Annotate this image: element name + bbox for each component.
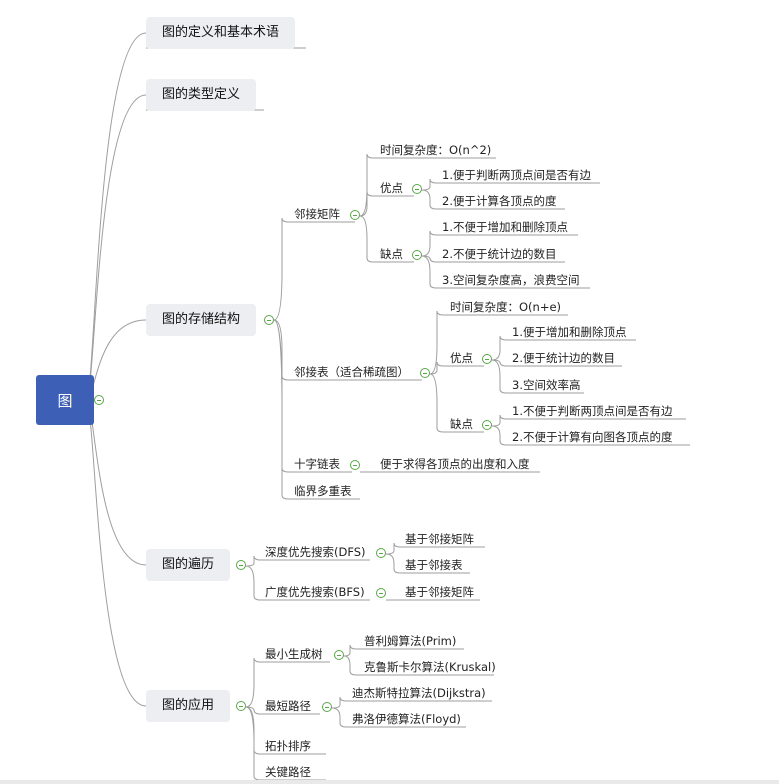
edge-al-cons-1 xyxy=(491,425,690,446)
node-am-pro2[interactable]: 2.便于计算各顶点的度 xyxy=(442,194,557,208)
node-topo-sort[interactable]: 拓扑排序 xyxy=(265,739,311,753)
shortest-collapse-toggle[interactable] xyxy=(322,702,332,712)
edge-shortest-1 xyxy=(331,707,466,728)
edge-al-0 xyxy=(429,310,568,375)
node-floyd[interactable]: 弗洛伊德算法(Floyd) xyxy=(352,712,461,726)
cross-collapse-toggle[interactable] xyxy=(350,460,360,470)
node-kruskal[interactable]: 克鲁斯卡尔算法(Kruskal) xyxy=(364,660,496,674)
edge-am-cons-2 xyxy=(421,255,590,289)
node-am-cons[interactable]: 缺点 xyxy=(380,247,403,261)
node-cross-desc[interactable]: 便于求得各顶点的出度和入度 xyxy=(380,457,530,471)
edge-am-pros-1 xyxy=(421,189,565,210)
storage-collapse-toggle[interactable] xyxy=(264,315,274,325)
node-multi-list[interactable]: 临界多重表 xyxy=(294,484,352,498)
edge-shortest-0 xyxy=(331,696,492,709)
edge-al-pros-0 xyxy=(491,335,636,361)
edge-storage-0 xyxy=(273,217,355,321)
topic-application[interactable]: 图的应用 xyxy=(146,690,231,722)
edge-root-types xyxy=(85,94,147,401)
edge-apply-0 xyxy=(245,657,330,708)
node-bfs[interactable]: 广度优先搜索(BFS) xyxy=(265,585,365,599)
node-dfs[interactable]: 深度优先搜索(DFS) xyxy=(265,545,366,559)
edge-am-cons-1 xyxy=(421,255,565,263)
adj-list-collapse-toggle[interactable] xyxy=(420,368,430,378)
node-dfs-matrix[interactable]: 基于邻接矩阵 xyxy=(405,532,474,546)
edge-al-pros-2 xyxy=(491,359,584,394)
edge-traverse-1 xyxy=(245,565,370,601)
edge-mst-1 xyxy=(343,655,494,676)
root-node[interactable]: 图 xyxy=(36,375,94,425)
am-cons-collapse-toggle[interactable] xyxy=(412,250,422,260)
node-al-pro1[interactable]: 1.便于增加和删除顶点 xyxy=(512,325,627,339)
edge-al-2 xyxy=(429,373,484,433)
node-al-pros[interactable]: 优点 xyxy=(450,351,473,365)
application-collapse-toggle[interactable] xyxy=(236,701,246,711)
traversal-collapse-toggle[interactable] xyxy=(236,560,246,570)
edge-traverse-0 xyxy=(245,555,370,567)
node-shortest-path[interactable]: 最短路径 xyxy=(265,699,311,713)
edge-am-0 xyxy=(359,153,496,217)
node-am-con3[interactable]: 3.空间复杂度高，浪费空间 xyxy=(442,273,580,287)
topic-storage[interactable]: 图的存储结构 xyxy=(146,304,257,336)
node-am-pros[interactable]: 优点 xyxy=(380,181,403,195)
edge-al-pros-1 xyxy=(491,359,622,367)
node-critical-path[interactable]: 关键路径 xyxy=(265,765,311,779)
am-pros-collapse-toggle[interactable] xyxy=(412,184,422,194)
node-am-pro1[interactable]: 1.便于判断两顶点间是否有边 xyxy=(442,168,591,182)
edge-am-1 xyxy=(359,191,414,217)
node-al-cons[interactable]: 缺点 xyxy=(450,417,473,431)
node-adjacency-list[interactable]: 邻接表（适合稀疏图） xyxy=(294,365,409,379)
topic-types[interactable]: 图的类型定义 xyxy=(146,79,257,111)
node-bfs-matrix[interactable]: 基于邻接矩阵 xyxy=(405,585,474,599)
node-am-con1[interactable]: 1.不便于增加和删除顶点 xyxy=(442,220,568,234)
al-pros-collapse-toggle[interactable] xyxy=(482,354,492,364)
node-mst[interactable]: 最小生成树 xyxy=(265,647,323,661)
node-dijkstra[interactable]: 迪杰斯特拉算法(Dijkstra) xyxy=(352,686,486,700)
node-prim[interactable]: 普利姆算法(Prim) xyxy=(364,634,457,648)
edge-am-2 xyxy=(359,215,414,263)
node-am-con2[interactable]: 2.不便于统计边的数目 xyxy=(442,247,557,261)
edge-am-pros-0 xyxy=(421,178,600,191)
edge-al-1 xyxy=(429,361,484,375)
node-al-pro2[interactable]: 2.便于统计边的数目 xyxy=(512,351,615,365)
node-al-con1[interactable]: 1.不便于判断两顶点间是否有边 xyxy=(512,404,673,418)
edge-root-def xyxy=(85,32,147,401)
node-am-time[interactable]: 时间复杂度：O(n^2) xyxy=(380,143,492,157)
node-al-con2[interactable]: 2.不便于计算有向图各顶点的度 xyxy=(512,430,673,444)
dfs-collapse-toggle[interactable] xyxy=(376,548,386,558)
horizontal-scrollbar[interactable] xyxy=(0,780,779,784)
mst-collapse-toggle[interactable] xyxy=(334,650,344,660)
edge-storage-2 xyxy=(273,319,352,473)
edge-al-cons-0 xyxy=(491,414,686,427)
node-cross-list[interactable]: 十字链表 xyxy=(294,457,340,471)
edge-storage-3 xyxy=(273,319,360,500)
bfs-collapse-toggle[interactable] xyxy=(376,588,386,598)
node-al-time[interactable]: 时间复杂度：O(n+e) xyxy=(450,300,562,314)
edge-am-cons-0 xyxy=(421,230,578,257)
topic-traversal[interactable]: 图的遍历 xyxy=(146,549,231,581)
root-collapse-toggle[interactable] xyxy=(94,395,104,405)
topic-definition[interactable]: 图的定义和基本术语 xyxy=(146,17,296,49)
edge-apply-3 xyxy=(245,706,326,781)
node-adjacency-matrix[interactable]: 邻接矩阵 xyxy=(294,207,340,221)
edge-apply-1 xyxy=(245,706,320,715)
edge-mst-0 xyxy=(343,644,464,657)
edge-dfs-0 xyxy=(385,542,485,555)
node-al-pro3[interactable]: 3.空间效率高 xyxy=(512,378,581,392)
al-cons-collapse-toggle[interactable] xyxy=(482,420,492,430)
adj-matrix-collapse-toggle[interactable] xyxy=(350,210,360,220)
edge-root-storage xyxy=(85,319,147,401)
node-dfs-list[interactable]: 基于邻接表 xyxy=(405,558,463,572)
edge-dfs-1 xyxy=(385,553,470,574)
